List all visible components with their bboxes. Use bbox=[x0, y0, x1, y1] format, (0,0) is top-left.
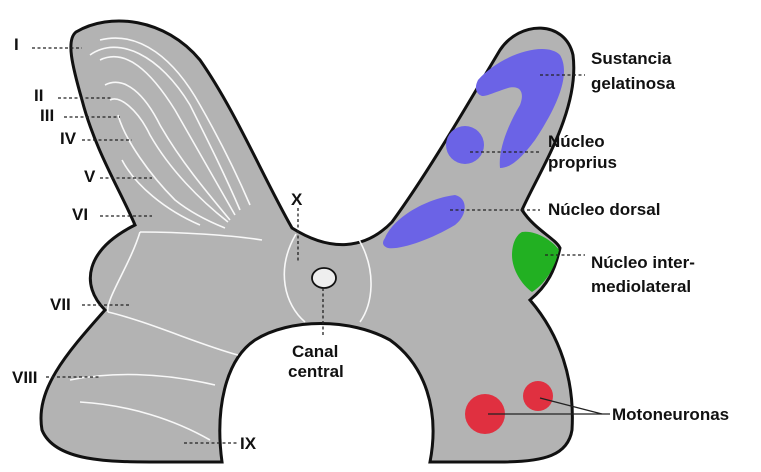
intermediolateral-label-1: Núcleo inter- bbox=[591, 253, 695, 272]
nucleo-dorsal-label: Núcleo dorsal bbox=[548, 200, 660, 219]
lamina-V-label: V bbox=[84, 167, 96, 186]
central-canal bbox=[312, 268, 336, 288]
lamina-I-label: I bbox=[14, 35, 19, 54]
canal-central-label-2: central bbox=[288, 362, 344, 381]
intermediolateral-label-2: mediolateral bbox=[591, 277, 691, 296]
lamina-X-label: X bbox=[291, 190, 303, 209]
canal-central-label-1: Canal bbox=[292, 342, 338, 361]
motoneuron-small bbox=[523, 381, 553, 411]
lamina-IX-label: IX bbox=[240, 434, 257, 453]
motoneuronas-label: Motoneuronas bbox=[612, 405, 729, 424]
lamina-VIII-label: VIII bbox=[12, 368, 38, 387]
nucleo-proprius-label-1: Núcleo bbox=[548, 132, 605, 151]
sustancia-gelatinosa-label-1: Sustancia bbox=[591, 49, 672, 68]
sustancia-gelatinosa-label-2: gelatinosa bbox=[591, 74, 676, 93]
lamina-III-label: III bbox=[40, 106, 54, 125]
nucleo-proprius-shape bbox=[446, 126, 484, 164]
lamina-VI-label: VI bbox=[72, 205, 88, 224]
lamina-IV-label: IV bbox=[60, 129, 77, 148]
lamina-II-label: II bbox=[34, 86, 43, 105]
lamina-VII-label: VII bbox=[50, 295, 71, 314]
nucleo-proprius-label-2: proprius bbox=[548, 153, 617, 172]
